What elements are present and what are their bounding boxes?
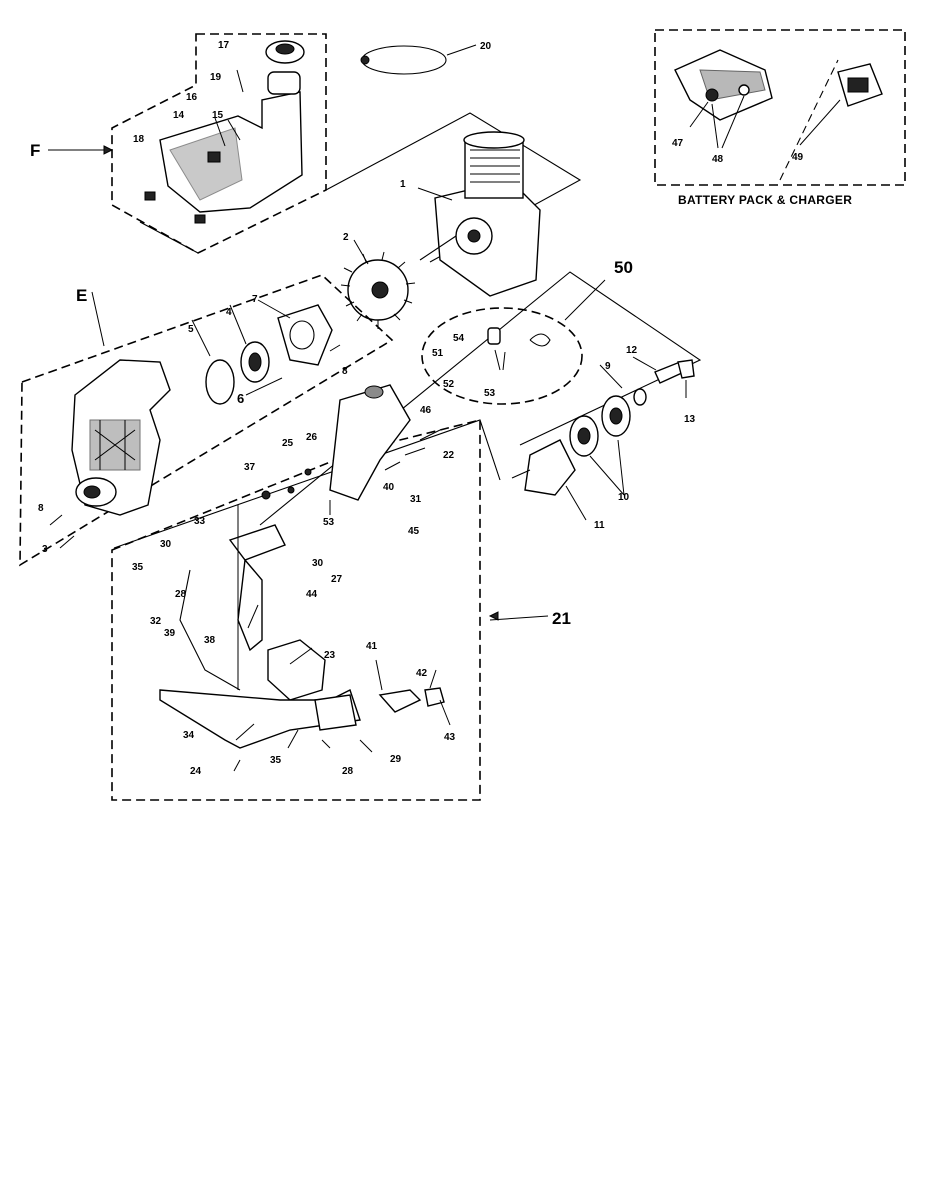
callout-35-left: 35 bbox=[132, 562, 144, 573]
callout-43: 43 bbox=[444, 732, 456, 743]
callout-13: 13 bbox=[684, 414, 696, 425]
callout-6: 6 bbox=[237, 391, 244, 406]
callout-25: 25 bbox=[282, 438, 294, 449]
group-label-21: 21 bbox=[552, 609, 571, 628]
callout-4: 4 bbox=[226, 307, 232, 318]
fuel-tank-group-F bbox=[111, 33, 582, 263]
callout-49: 49 bbox=[792, 152, 804, 163]
section-label-E: E bbox=[76, 286, 87, 305]
callout-42: 42 bbox=[416, 668, 428, 679]
flywheel-part-2 bbox=[340, 239, 416, 329]
callout-51: 51 bbox=[432, 348, 444, 359]
callout-24: 24 bbox=[190, 766, 202, 777]
callout-33: 33 bbox=[194, 516, 206, 527]
callout-3: 3 bbox=[42, 544, 48, 555]
callout-14: 14 bbox=[173, 110, 185, 121]
callout-29: 29 bbox=[390, 754, 402, 765]
callout-1: 1 bbox=[400, 179, 406, 190]
callout-27: 27 bbox=[331, 574, 343, 585]
callout-26: 26 bbox=[306, 432, 318, 443]
callout-8-screw: 8 bbox=[38, 503, 44, 514]
callout-44: 44 bbox=[306, 589, 318, 600]
callout-7: 7 bbox=[252, 294, 258, 305]
section-labels: F E 50 21 BATTERY PACK & CHARGER bbox=[30, 141, 852, 628]
callout-45: 45 bbox=[408, 526, 420, 537]
callout-53-clutch: 53 bbox=[484, 388, 496, 399]
callout-15: 15 bbox=[212, 110, 224, 121]
callout-22: 22 bbox=[443, 450, 455, 461]
callout-35-bottom: 35 bbox=[270, 755, 282, 766]
callout-30-left: 30 bbox=[160, 539, 172, 550]
callout-28-bottom: 28 bbox=[342, 766, 354, 777]
callout-11: 11 bbox=[594, 520, 605, 531]
callout-38: 38 bbox=[204, 635, 216, 646]
handle-group-21 bbox=[111, 384, 549, 801]
callout-12: 12 bbox=[626, 345, 638, 356]
callout-39: 39 bbox=[164, 628, 176, 639]
callout-18: 18 bbox=[133, 134, 145, 145]
housing-group-E bbox=[19, 274, 394, 567]
callout-30-right: 30 bbox=[312, 558, 324, 569]
callout-labels: 1 2 3 4 5 6 7 8 8 9 10 11 12 13 14 15 16… bbox=[38, 40, 804, 777]
callout-46: 46 bbox=[420, 405, 432, 416]
callout-40: 40 bbox=[383, 482, 395, 493]
callout-37: 37 bbox=[244, 462, 256, 473]
clutch-group-50 bbox=[259, 271, 702, 526]
callout-48: 48 bbox=[712, 154, 724, 165]
callout-28-left: 28 bbox=[175, 589, 187, 600]
callout-20: 20 bbox=[480, 41, 492, 52]
group-label-50: 50 bbox=[614, 258, 633, 277]
battery-pack-charger-box bbox=[654, 29, 906, 186]
callout-17: 17 bbox=[218, 40, 230, 51]
callout-32: 32 bbox=[150, 616, 162, 627]
callout-52: 52 bbox=[443, 379, 455, 390]
callout-16: 16 bbox=[186, 92, 198, 103]
callout-31: 31 bbox=[410, 494, 422, 505]
callout-34: 34 bbox=[183, 730, 195, 741]
callout-23: 23 bbox=[324, 650, 336, 661]
ring-part-20 bbox=[360, 44, 477, 75]
callout-53-handle: 53 bbox=[323, 517, 335, 528]
callout-54: 54 bbox=[453, 333, 465, 344]
battery-pack-charger-caption: BATTERY PACK & CHARGER bbox=[678, 193, 852, 207]
callout-5: 5 bbox=[188, 324, 194, 335]
callout-19: 19 bbox=[210, 72, 222, 83]
callout-47: 47 bbox=[672, 138, 684, 149]
engine-assembly bbox=[417, 131, 541, 297]
section-label-F: F bbox=[30, 141, 40, 160]
callout-10: 10 bbox=[618, 492, 630, 503]
callout-8-housing: 8 bbox=[342, 366, 348, 377]
callout-2: 2 bbox=[343, 232, 349, 243]
callout-9: 9 bbox=[605, 361, 611, 372]
callout-41: 41 bbox=[366, 641, 378, 652]
